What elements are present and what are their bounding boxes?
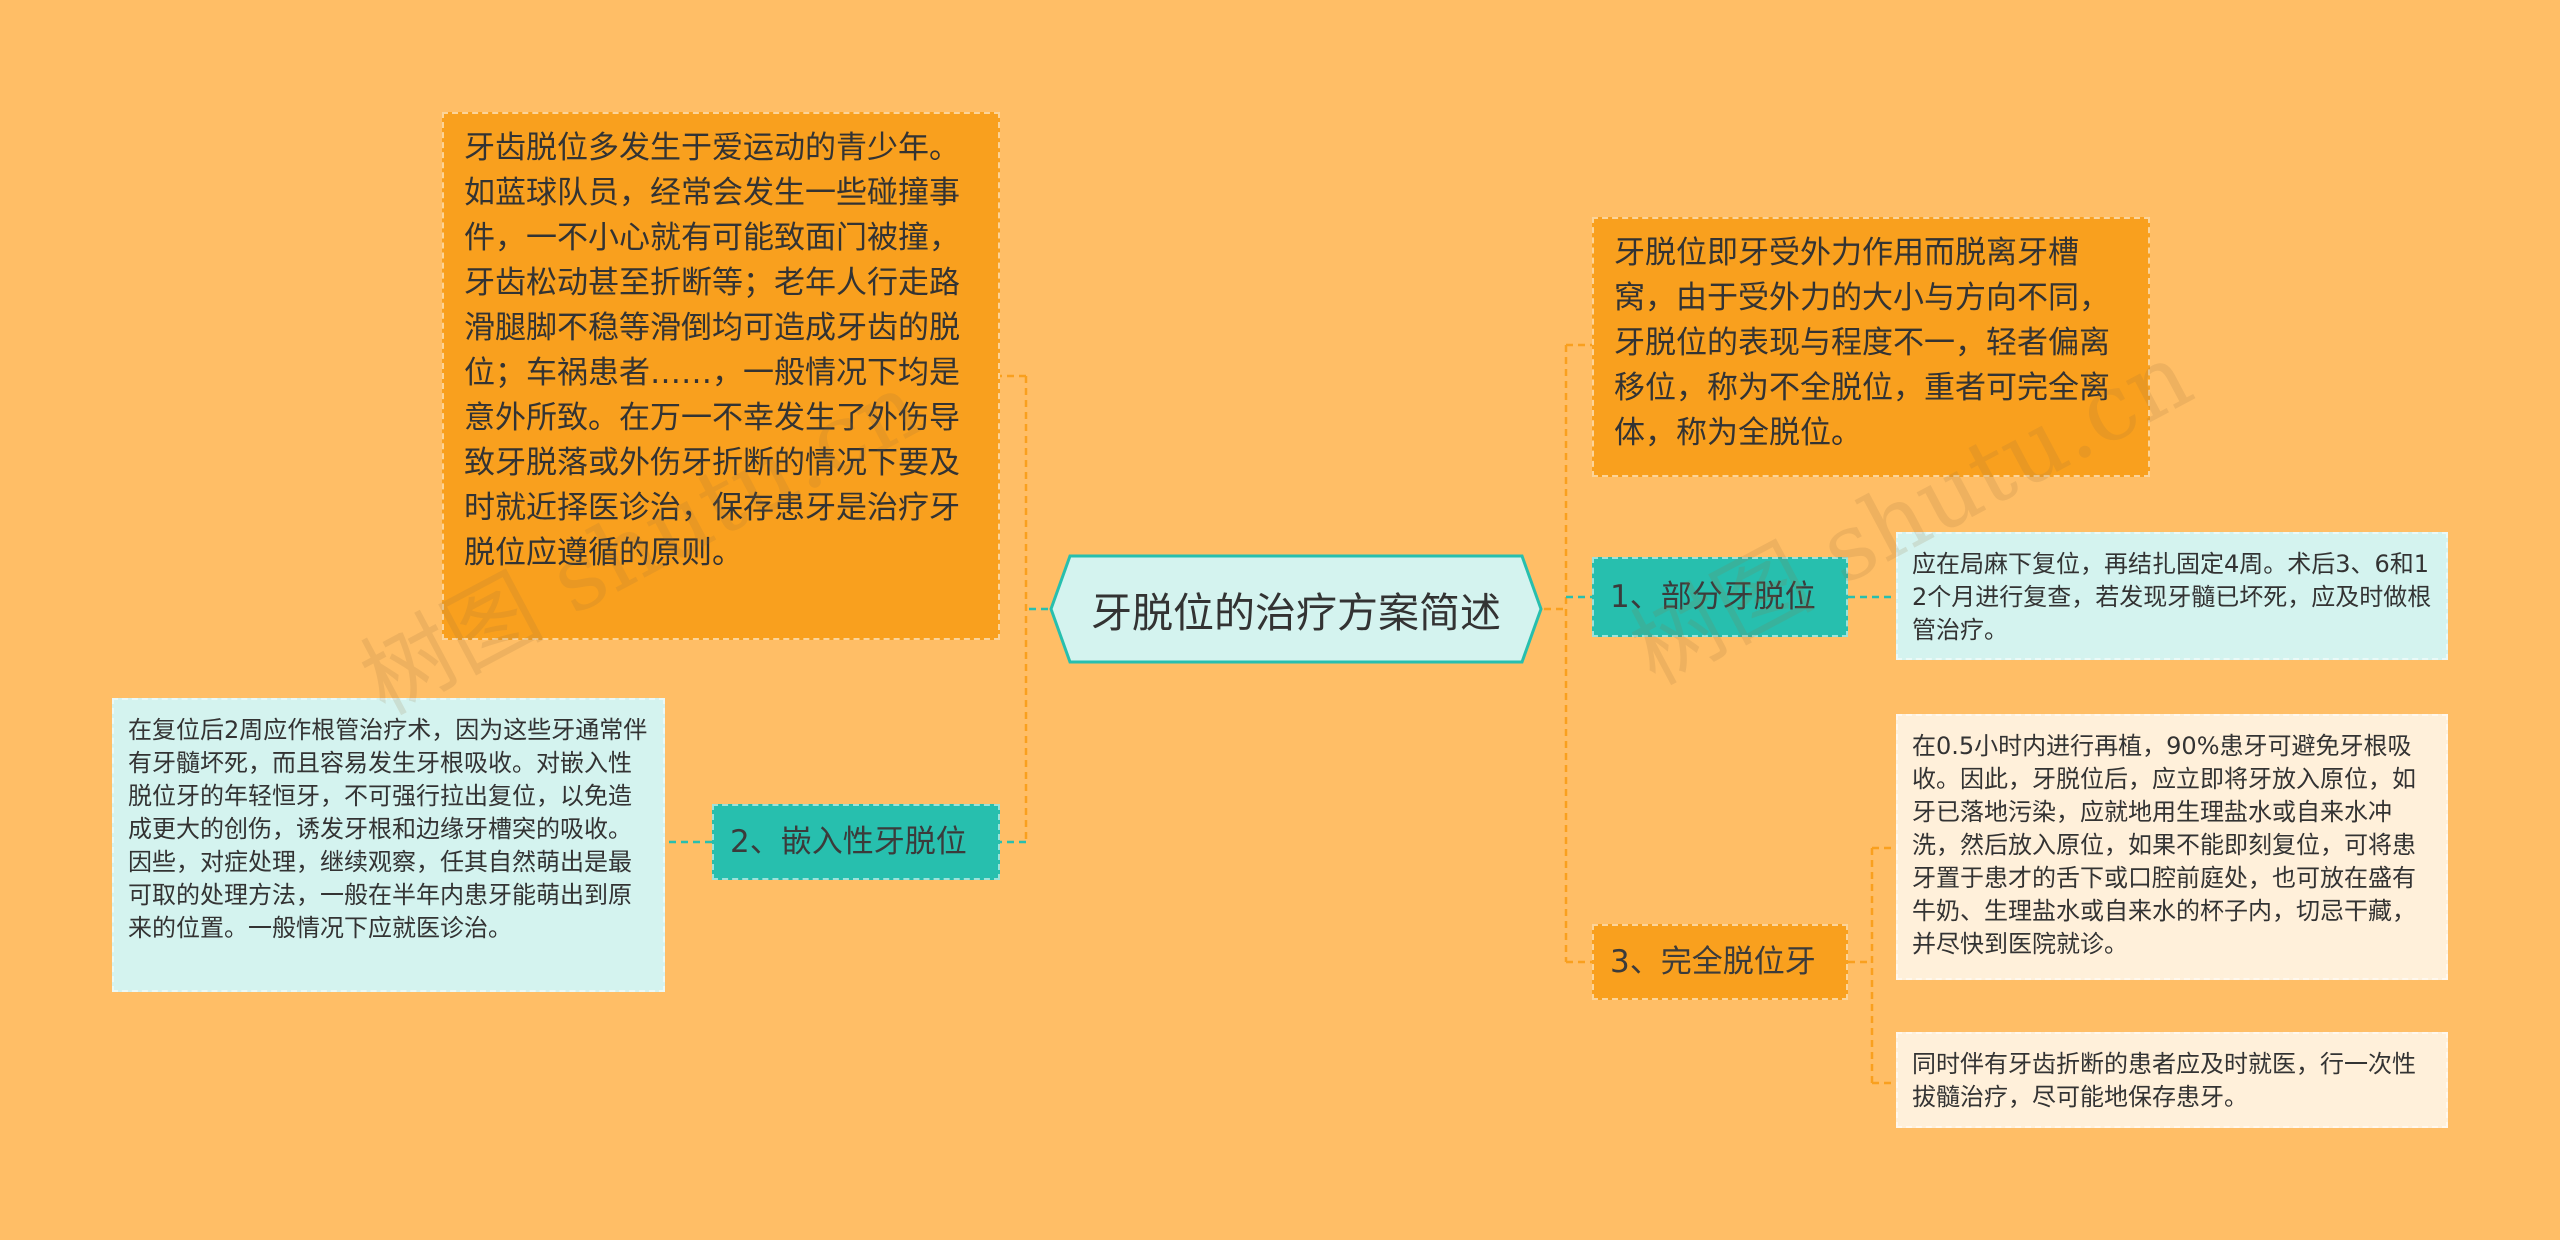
- branch-complete-dislocation-detail-2[interactable]: 同时伴有牙齿折断的患者应及时就医，行一次性拔髓治疗，尽可能地保存患牙。: [1896, 1032, 2448, 1128]
- connector-branch3-spine: [1848, 848, 1874, 1083]
- left-intro-node[interactable]: 牙齿脱位多发生于爱运动的青少年。如蓝球队员，经常会发生一些碰撞事件，一不小心就有…: [442, 112, 1000, 640]
- branch-embedded-dislocation-detail[interactable]: 在复位后2周应作根管治疗术，因为这些牙通常伴有牙髓坏死，而且容易发生牙根吸收。对…: [112, 698, 665, 992]
- central-topic[interactable]: 牙脱位的治疗方案简述: [1048, 553, 1544, 665]
- branch-partial-dislocation-detail[interactable]: 应在局麻下复位，再结扎固定4周。术后3、6和12个月进行复查，若发现牙髓已坏死，…: [1896, 532, 2448, 660]
- branch-complete-dislocation[interactable]: 3、完全脱位牙: [1592, 924, 1848, 1000]
- branch-complete-dislocation-detail-1[interactable]: 在0.5小时内进行再植，90%患牙可避免牙根吸收。因此，牙脱位后，应立即将牙放入…: [1896, 714, 2448, 980]
- branch-embedded-dislocation[interactable]: 2、嵌入性牙脱位: [712, 804, 1000, 880]
- central-topic-shape: [1049, 554, 1543, 664]
- central-topic-label: 牙脱位的治疗方案简述: [1091, 589, 1501, 637]
- branch-partial-dislocation[interactable]: 1、部分牙脱位: [1592, 557, 1848, 637]
- right-intro-node[interactable]: 牙脱位即牙受外力作用而脱离牙槽窝，由于受外力的大小与方向不同，牙脱位的表现与程度…: [1592, 217, 2150, 477]
